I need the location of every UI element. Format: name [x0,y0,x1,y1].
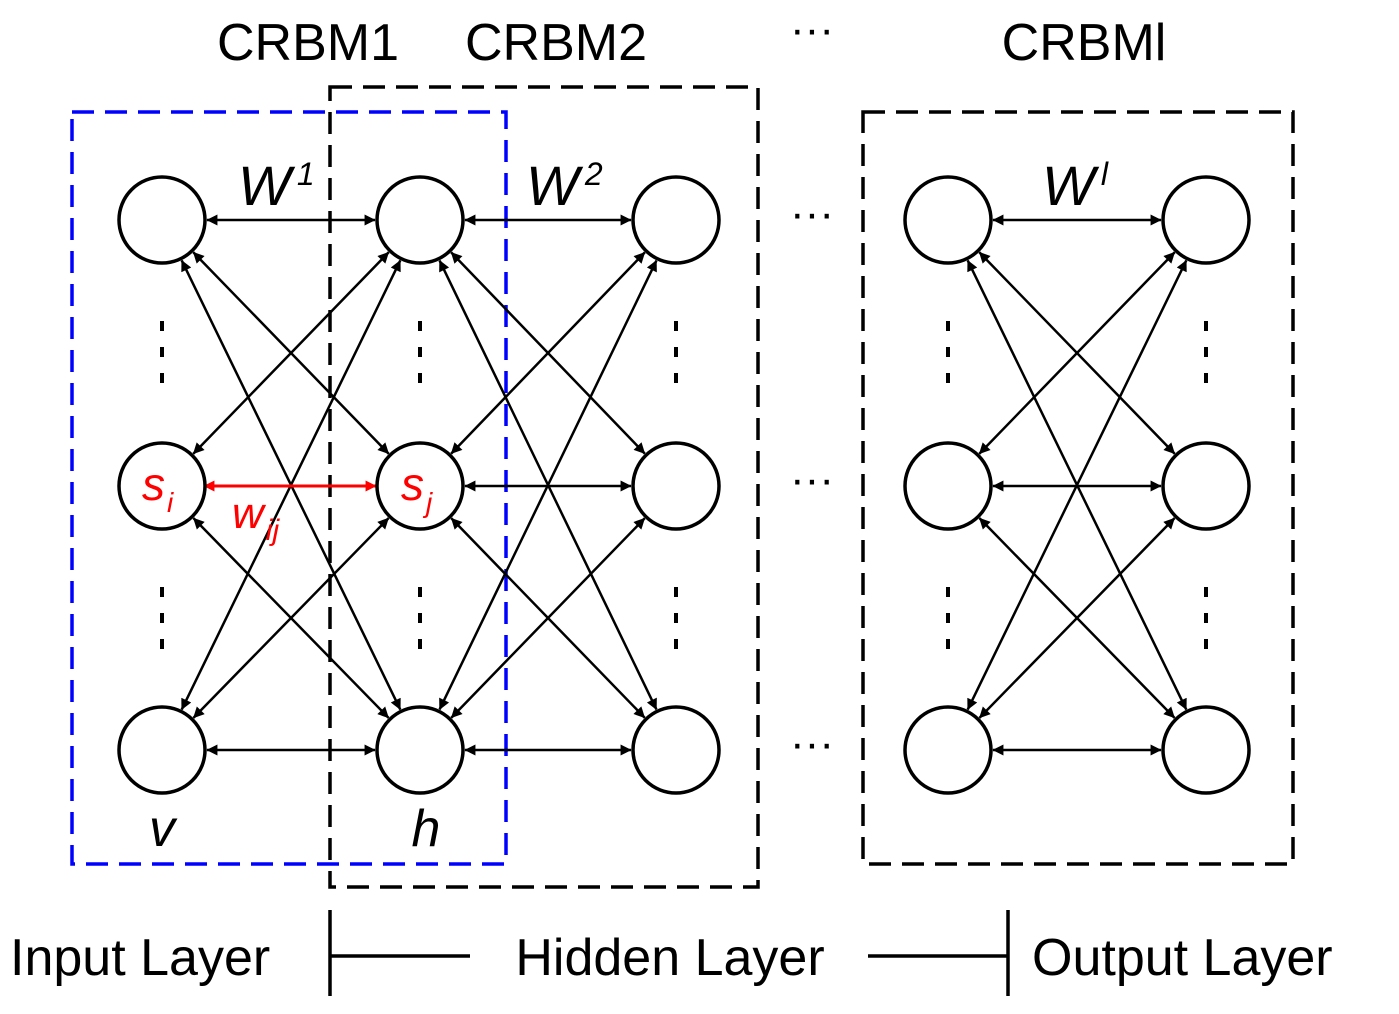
vdot-c4-g1-2 [946,347,950,357]
vdot-c3-g2-1 [674,587,678,597]
vdot-c2-g2-1 [418,587,422,597]
si-subscript: i [167,487,174,518]
si-base: s [142,458,165,510]
vdot-c2-g2-2 [418,613,422,623]
vdot-c4-g2-2 [946,613,950,623]
edge-c1r3-c2r2 [192,517,390,719]
wij-subscript: ij [266,514,281,547]
vdot-c1-g2-2 [160,613,164,623]
wij-label: wij [232,489,280,547]
node-c3-r3 [631,705,721,795]
vdot-c3-g2-2 [674,613,678,623]
h-label: h [412,800,441,858]
vdot-c1-g1-1 [160,321,164,331]
output-layer-label: Output Layer [1032,929,1333,987]
vdot-c4-g1-3 [946,373,950,383]
vdot-c1-g1-3 [160,373,164,383]
vdot-c2-g1-3 [418,373,422,383]
vdot-c3-g1-3 [674,373,678,383]
node-c3-r1 [631,175,721,265]
vdot-c5-g1-1 [1204,321,1208,331]
vdot-c4-g2-1 [946,587,950,597]
wij-base: w [232,489,267,538]
node-c5-r2 [1161,441,1251,531]
node-c1-r2 [117,441,207,531]
node-c2-r3 [375,705,465,795]
top-ellipsis: ··· [790,5,834,54]
node-c2-r2 [375,441,465,531]
sj-base: s [401,458,424,510]
vdot-c4-g1-1 [946,321,950,331]
si-label: si [142,458,174,518]
hidden-layer-label: Hidden Layer [515,929,824,987]
w2-superscript: 2 [584,156,603,192]
crbm-l-box [861,110,1295,866]
node-c5-r3 [1161,705,1251,795]
w2-base: W [526,154,584,217]
vdot-c5-g2-3 [1204,639,1208,649]
w1-base: W [238,154,296,217]
vdot-c5-g2-1 [1204,587,1208,597]
vdot-c5-g1-2 [1204,347,1208,357]
vdot-c3-g1-1 [674,321,678,331]
v-label: v [149,800,178,858]
crbm2-label: CRBM2 [465,14,647,72]
sj-subscript: j [422,487,433,518]
node-c4-r1 [903,175,993,265]
vdot-c1-g2-1 [160,587,164,597]
vdot-c1-g1-2 [160,347,164,357]
node-c3-r2 [631,441,721,531]
nodes [117,175,1251,795]
mid-ellipsis-bottom: ··· [790,719,834,768]
wl-superscript: l [1101,156,1109,192]
input-layer-label: Input Layer [10,929,270,987]
node-c2-r1 [375,175,465,265]
vdot-c1-g2-3 [160,639,164,649]
edge-c4r3-c5r2 [978,517,1176,719]
node-c4-r2 [903,441,993,531]
mid-ellipsis-top: ··· [790,189,834,238]
node-c1-r3 [117,705,207,795]
vdot-c2-g1-1 [418,321,422,331]
vertical-ellipses [160,321,1208,649]
vdot-c2-g2-3 [418,639,422,649]
node-c5-r1 [1161,175,1251,265]
edge-c2r3-c3r2 [450,517,646,719]
vdot-c3-g2-3 [674,639,678,649]
connections [180,214,1188,756]
vdot-c4-g2-3 [946,639,950,649]
vdot-c5-g1-3 [1204,373,1208,383]
node-c4-r3 [903,705,993,795]
node-c1-r1 [117,175,207,265]
w1-superscript: 1 [297,156,315,192]
crbm1-label: CRBM1 [217,14,399,72]
vdot-c3-g1-2 [674,347,678,357]
crbm-l-label: CRBMl [1002,14,1167,72]
wl-base: W [1042,154,1100,217]
sj-label: sj [401,458,433,518]
vdot-c2-g1-2 [418,347,422,357]
mid-ellipsis-middle: ··· [790,455,834,504]
vdot-c5-g2-2 [1204,613,1208,623]
